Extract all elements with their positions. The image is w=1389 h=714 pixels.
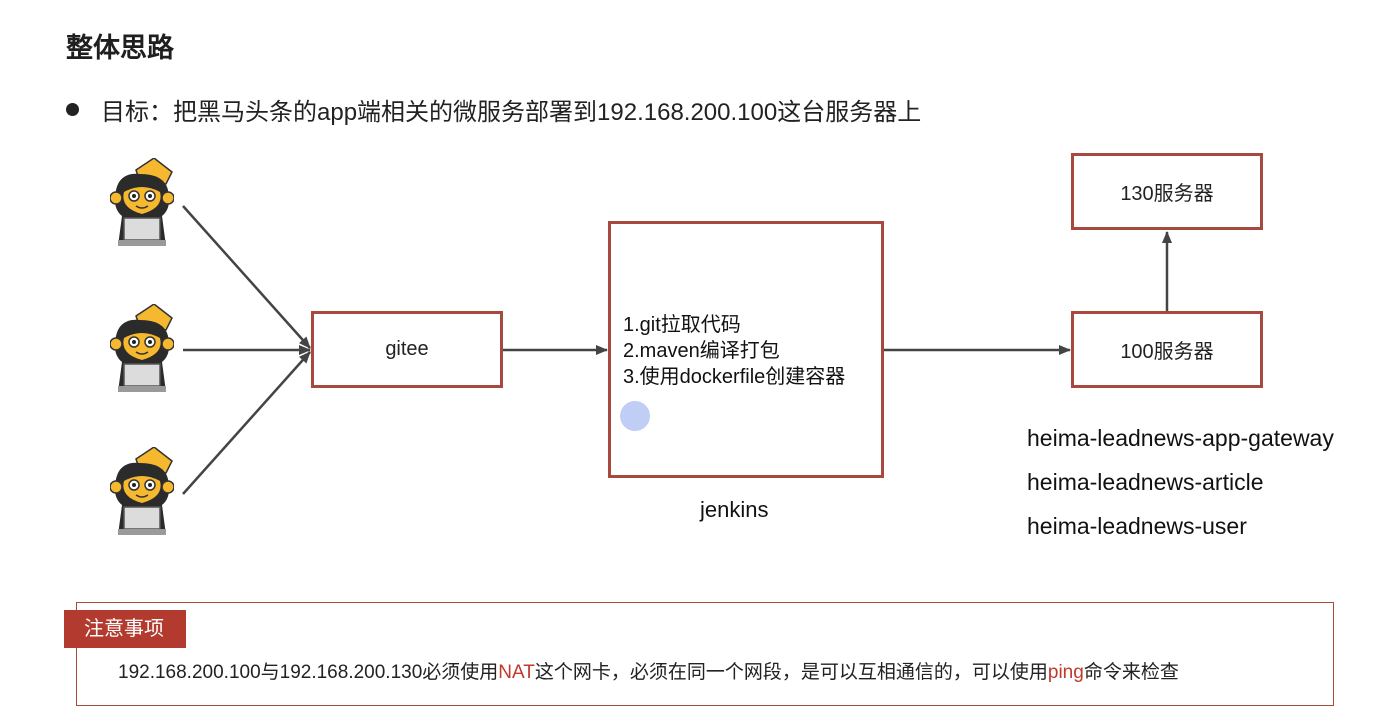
note-text: 192.168.200.100与192.168.200.130必须使用NAT这个… — [118, 657, 1179, 684]
gitee-box: gitee — [311, 311, 503, 388]
jenkins-step: 2.maven编译打包 — [623, 340, 780, 362]
note-text-part: 这个网卡，必须在同一个网段，是可以互相通信的，可以使用 — [534, 662, 1048, 683]
gitee-label: gitee — [385, 338, 429, 360]
monkey-programmer-icon — [110, 447, 174, 535]
note-box — [76, 602, 1334, 706]
jenkins-label: jenkins — [700, 497, 769, 522]
note-highlight-ping: ping — [1047, 662, 1084, 683]
arrow-dev1-to-gitee — [182, 205, 311, 349]
jenkins-box: 1.git拉取代码 2.maven编译打包 3.使用dockerfile创建容器 — [608, 221, 884, 478]
pointer-highlight — [620, 401, 650, 431]
server-100-box: 100服务器 — [1071, 311, 1263, 388]
service-list: heima-leadnews-app-gateway heima-leadnew… — [1027, 424, 1334, 556]
goal-text: 目标：把黑马头条的app端相关的微服务部署到192.168.200.100这台服… — [101, 99, 922, 126]
server-130-label: 130服务器 — [1120, 183, 1214, 205]
note-highlight-nat: NAT — [498, 662, 535, 683]
server-130-box: 130服务器 — [1071, 153, 1263, 230]
jenkins-step: 1.git拉取代码 — [623, 314, 741, 336]
service-item: heima-leadnews-user — [1027, 513, 1247, 539]
note-tag: 注意事项 — [64, 610, 186, 648]
service-item: heima-leadnews-article — [1027, 469, 1264, 495]
bullet-dot-icon — [66, 103, 79, 116]
page-title: 整体思路 — [66, 33, 174, 63]
note-text-part: 命令来检查 — [1083, 662, 1179, 683]
server-100-label: 100服务器 — [1120, 341, 1214, 363]
goal-bullet: 目标：把黑马头条的app端相关的微服务部署到192.168.200.100这台服… — [66, 92, 921, 127]
arrow-dev3-to-gitee — [182, 351, 311, 495]
monkey-programmer-icon — [110, 304, 174, 392]
jenkins-steps: 1.git拉取代码 2.maven编译打包 3.使用dockerfile创建容器 — [623, 312, 845, 390]
monkey-programmer-icon — [110, 158, 174, 246]
note-text-part: 192.168.200.100与192.168.200.130必须使用 — [118, 662, 499, 683]
jenkins-step: 3.使用dockerfile创建容器 — [623, 366, 846, 388]
service-item: heima-leadnews-app-gateway — [1027, 425, 1334, 451]
